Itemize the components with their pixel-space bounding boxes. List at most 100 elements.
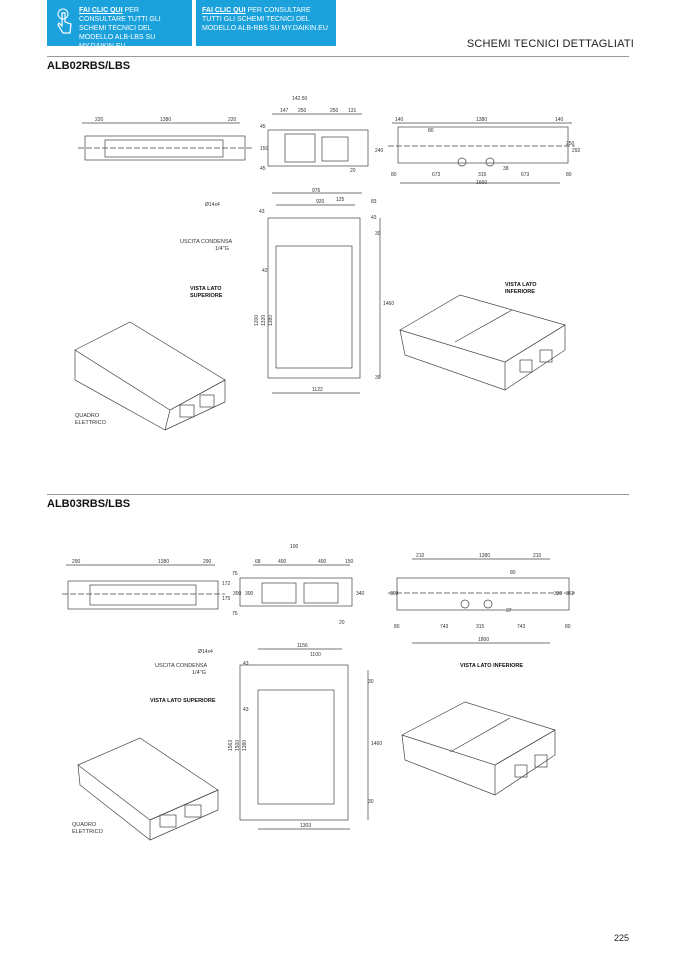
dimension-label: 292 <box>572 148 581 154</box>
dimension-label: 1380 <box>479 553 490 559</box>
dimension-label: 250 <box>330 108 339 114</box>
dimension-label: 100 <box>290 544 299 550</box>
dimension-label: 1200 <box>254 315 260 326</box>
dimension-label: 315 <box>476 624 485 630</box>
page-number: 225 <box>614 933 630 943</box>
dimension-label: 175 <box>222 596 231 602</box>
banner-link[interactable]: FAI CLIC QUI <box>79 7 123 14</box>
dimension-label: 147 <box>280 108 289 114</box>
dimension-label: 400 <box>278 559 287 565</box>
dimension-label: 673 <box>521 172 530 178</box>
isometric-view-top <box>77 737 219 841</box>
dimension-label: 1122 <box>312 387 323 393</box>
dimension-label: 1380 <box>476 117 487 123</box>
dimension-label: 80 <box>428 128 434 134</box>
divider <box>47 494 629 495</box>
dimension-label: 330 <box>554 591 563 597</box>
dimension-label: 80 <box>566 172 572 178</box>
dimension-label: 43 <box>243 661 249 667</box>
section-title: SCHEMI TECNICI DETTAGLIATI <box>466 38 634 50</box>
banner-text: PER CONSULTARE TUTTI GLI SCHEMI TECNICI … <box>79 7 161 50</box>
isometric-view-bottom <box>401 701 556 796</box>
dimension-label: 80 <box>391 172 397 178</box>
dimension-label: 131 <box>348 108 357 114</box>
link-banner-alb-rbs[interactable]: FAI CLIC QUI PER CONSULTARE TUTTI GLI SC… <box>196 0 336 46</box>
dimension-label: 210 <box>533 553 542 559</box>
dimension-label: 140 <box>555 117 564 123</box>
dimension-label: 1100 <box>310 652 321 658</box>
dimension-label: 75 <box>232 611 238 617</box>
annotation-hole: Ø14x4 <box>198 649 213 655</box>
dimension-label: 1380 <box>268 315 274 326</box>
dimension-label: 290 <box>203 559 212 565</box>
dimension-label: 20 <box>339 620 345 626</box>
dimension-label: 1460 <box>383 301 394 307</box>
dimension-label: 43 <box>243 707 249 713</box>
dimension-label: 150 <box>260 146 269 152</box>
annotation-top-view: VISTA LATO SUPERIORE <box>150 698 216 704</box>
annotation-panel2: ELETTRICO <box>75 420 107 426</box>
dimension-label: 80 <box>394 624 400 630</box>
dimension-label: 1303 <box>300 823 311 829</box>
dimension-label: 1500 <box>235 740 241 751</box>
dimension-label: 315 <box>478 172 487 178</box>
dimension-label: 1156 <box>297 643 308 649</box>
side-view <box>239 564 353 607</box>
annotation-top-view: VISTA LATO <box>190 286 222 292</box>
dimension-label: 30 <box>368 679 374 685</box>
dimension-label: 140 <box>395 117 404 123</box>
plan-view <box>267 192 381 394</box>
rear-view <box>388 122 575 184</box>
annotation-bottom-view: VISTA LATO <box>505 282 537 288</box>
annotation-drain-size: 1/4"G <box>215 246 229 252</box>
side-view <box>267 113 369 167</box>
front-view <box>62 564 225 610</box>
dimension-label: 290 <box>72 559 81 565</box>
dimension-label: 250 <box>298 108 307 114</box>
dimension-label: 75 <box>232 571 238 577</box>
dimension-label: 1460 <box>371 741 382 747</box>
dimension-label: 210 <box>416 553 425 559</box>
dimension-label: 83 <box>371 199 377 205</box>
annotation-hole: Ø14x4 <box>205 202 220 208</box>
dimension-label: 1380 <box>158 559 169 565</box>
banner-link[interactable]: FAI CLIC QUI <box>202 7 246 14</box>
annotation-panel2: ELETTRICO <box>72 829 104 835</box>
isometric-view-bottom <box>399 294 566 391</box>
dimension-label: 300 <box>233 591 242 597</box>
hand-pointer-icon <box>57 8 72 34</box>
dimension-label: 172 <box>222 581 231 587</box>
dimension-label: 42 <box>262 268 268 274</box>
dimension-label: 250 <box>566 141 575 147</box>
model-title: ALB03RBS/LBS <box>47 498 131 510</box>
dimension-label: 43 <box>371 215 377 221</box>
plan-view <box>239 648 369 830</box>
dimension-label: 920 <box>316 199 325 205</box>
dimension-label: 220 <box>228 117 237 123</box>
dimension-label: 37 <box>506 608 512 614</box>
dimension-label: 68 <box>255 559 261 565</box>
link-banner-alb-lbs[interactable]: FAI CLIC QUI PER CONSULTARE TUTTI GLI SC… <box>47 0 192 50</box>
dimension-label: 400 <box>318 559 327 565</box>
annotation-drain: USCITA CONDENSA <box>180 239 232 245</box>
divider <box>47 56 629 57</box>
front-view <box>78 122 252 161</box>
annotation-top-view2: SUPERIORE <box>190 293 223 299</box>
dimension-label: 240 <box>375 148 384 154</box>
annotation-panel: QUADRO <box>75 413 100 419</box>
annotation-bottom-view: VISTA LATO INFERIORE <box>460 663 523 669</box>
dimension-label: 38 <box>503 166 509 172</box>
dimension-label: 125 <box>336 197 345 203</box>
dimension-label: 20 <box>350 168 356 174</box>
dimension-label: 45 <box>260 124 266 130</box>
dimension-label: 220 <box>95 117 104 123</box>
dimension-label: 673 <box>432 172 441 178</box>
dimension-label: 80 <box>510 570 516 576</box>
dimension-label: 1320 <box>261 315 267 326</box>
annotation-bottom-view2: INFERIORE <box>505 289 535 295</box>
dimension-label: 30 <box>375 231 381 237</box>
annotation-panel: QUADRO <box>72 822 97 828</box>
isometric-view-top <box>74 321 226 431</box>
dimension-label: 1800 <box>478 637 489 643</box>
